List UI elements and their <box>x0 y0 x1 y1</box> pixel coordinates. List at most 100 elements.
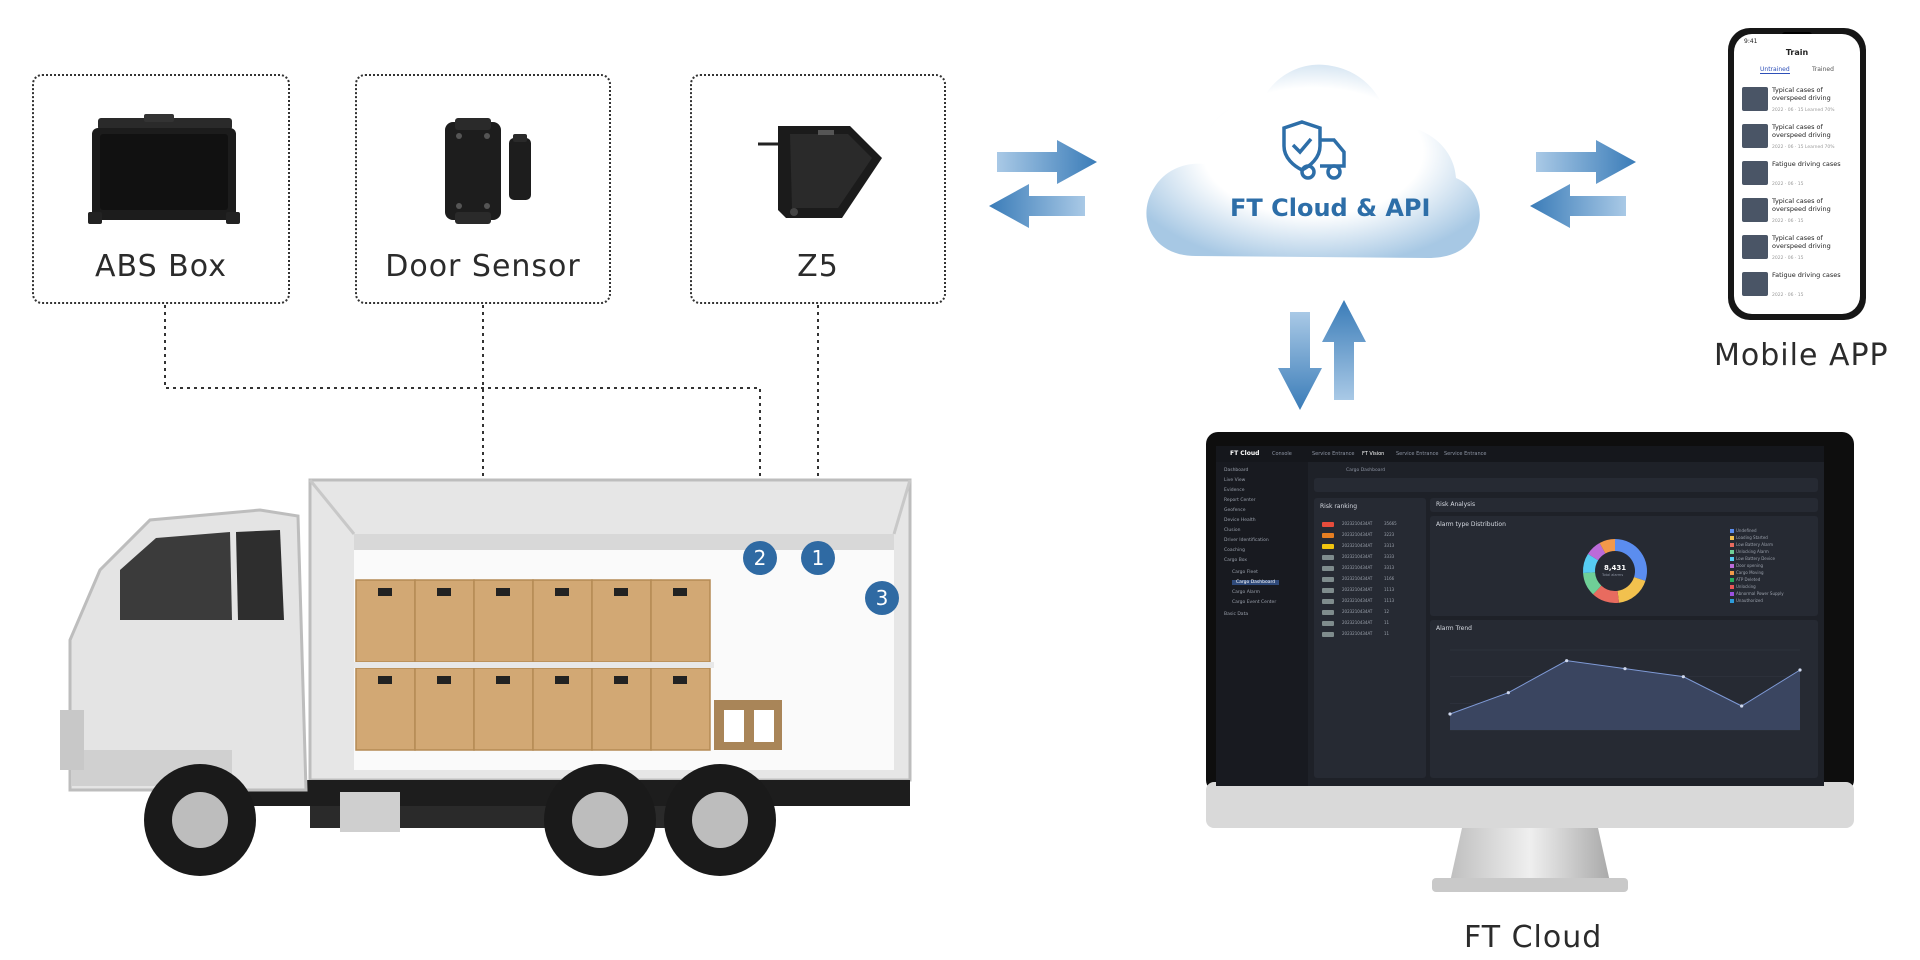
risk-analysis-title: Risk Analysis <box>1436 501 1476 508</box>
nav-service-entrance-1[interactable]: Service Entrance <box>1312 451 1355 457</box>
rank-device-id: 2023210434AT <box>1342 631 1373 636</box>
sidebar-item[interactable]: Cargo Alarm <box>1232 590 1260 595</box>
risk-ranking-title: Risk ranking <box>1320 503 1358 510</box>
door-sensor-icon <box>445 118 531 224</box>
legend-item: Unlocking Alarm <box>1730 549 1769 554</box>
sidebar-item[interactable]: Cargo Box <box>1224 558 1248 563</box>
rank-badge <box>1322 566 1334 571</box>
cloud-mobile-arrows <box>1530 140 1636 228</box>
cargo-boxes <box>355 579 711 751</box>
legend-item: Low Battery Alarm <box>1730 542 1773 547</box>
risk-ranking-panel: Risk ranking 2023210434AT 35665 2023210434… <box>1314 498 1426 778</box>
rank-device-id: 2023210434AT <box>1342 532 1373 537</box>
sidebar-item[interactable]: Coaching <box>1224 548 1245 553</box>
rank-badge <box>1322 522 1334 527</box>
legend-item: Undefined <box>1730 528 1757 533</box>
sidebar-item[interactable]: Basic Data <box>1224 612 1249 617</box>
nav-ft-vision[interactable]: FT Vision <box>1362 451 1385 457</box>
legend-item: Cargo Moving <box>1730 570 1764 575</box>
tab-untrained[interactable]: Untrained <box>1760 66 1790 74</box>
rank-badge <box>1322 621 1334 626</box>
rank-badge <box>1322 533 1334 538</box>
nav-service-entrance-2[interactable]: Service Entrance <box>1396 451 1439 457</box>
truck-illustration <box>60 478 912 876</box>
rank-badge <box>1322 610 1334 615</box>
rank-badge <box>1322 577 1334 582</box>
alarm-trend-panel: Alarm Trend <box>1430 620 1818 778</box>
sidebar-item[interactable]: Cargo Event Center <box>1232 600 1277 605</box>
wheels <box>144 764 776 876</box>
alarm-distribution-panel: Alarm type Distribution 8,431 Total alar… <box>1430 516 1818 616</box>
sidebar-item[interactable]: Live View <box>1224 478 1246 483</box>
legend-item: Unlocking <box>1730 584 1756 589</box>
marker-3: 3 <box>865 581 899 615</box>
cloud-label: FT Cloud & API <box>1230 194 1431 222</box>
sidebar-item[interactable]: Device Health <box>1224 518 1256 523</box>
risk-analysis-header: Risk Analysis <box>1430 498 1818 512</box>
rank-device-id: 2023210434AT <box>1342 576 1373 581</box>
donut-slice <box>1583 553 1599 574</box>
rank-value: 35665 <box>1384 521 1397 526</box>
trend-point <box>1740 704 1744 708</box>
door-sensor-label: Door Sensor <box>385 249 581 284</box>
donut-caption: Total alarms <box>1602 573 1624 577</box>
donut-slice <box>1615 539 1647 581</box>
abs-box-icon <box>88 114 240 224</box>
rank-badge <box>1322 599 1334 604</box>
sidebar-item[interactable]: Driver Identification <box>1224 538 1269 543</box>
trend-point <box>1565 659 1569 663</box>
sidebar-item[interactable]: Geofence <box>1224 508 1246 513</box>
legend-item: ATP Deleted <box>1730 577 1760 582</box>
rank-value: 11 <box>1384 631 1390 636</box>
rank-device-id: 2023210434AT <box>1342 521 1373 526</box>
rank-badge <box>1322 632 1334 637</box>
legend-item: Low Battery Device <box>1730 556 1775 561</box>
dashboard-topbar: FT Cloud Console Service Entrance FT Vis… <box>1216 446 1824 462</box>
rank-badge <box>1322 544 1334 549</box>
rank-value: 3313 <box>1384 543 1395 548</box>
mobile-app-screen: 9:41 Train Untrained Trained Typical cas… <box>1734 34 1860 314</box>
legend-item: Unauthorized <box>1730 598 1763 603</box>
abs-box-label: ABS Box <box>95 249 227 284</box>
trend-point <box>1681 675 1685 679</box>
legend-item: Loading Started <box>1730 535 1768 540</box>
sidebar-item[interactable]: Report Center <box>1224 498 1256 503</box>
rank-badge <box>1322 555 1334 560</box>
tab-trained[interactable]: Trained <box>1812 66 1834 73</box>
donut-value: 8,431 <box>1604 564 1627 572</box>
alarm-trend-title: Alarm Trend <box>1436 625 1472 632</box>
rank-device-id: 2023210434AT <box>1342 609 1373 614</box>
rank-value: 1113 <box>1384 598 1395 603</box>
rank-device-id: 2023210434AT <box>1342 598 1373 603</box>
sidebar-item[interactable]: Evidence <box>1224 488 1245 493</box>
rank-value: 3223 <box>1384 532 1395 537</box>
ft-cloud-dashboard: FT Cloud Console Service Entrance FT Vis… <box>1216 446 1824 786</box>
cloud-platform-arrows <box>1278 300 1366 410</box>
rank-badge <box>1322 588 1334 593</box>
sidebar-item[interactable]: Clusion <box>1224 528 1241 533</box>
legend-item: Door opening <box>1730 563 1763 568</box>
rank-device-id: 2023210434AT <box>1342 543 1373 548</box>
z5-label: Z5 <box>797 249 839 284</box>
rank-value: 12 <box>1384 609 1390 614</box>
svg-text:2: 2 <box>754 546 767 570</box>
phone-title: Train <box>1785 48 1809 57</box>
trend-point <box>1623 667 1627 671</box>
nav-console[interactable]: Console <box>1272 451 1292 457</box>
abs-box-link <box>164 305 761 545</box>
nav-service-entrance-3[interactable]: Service Entrance <box>1444 451 1487 457</box>
phone-tabs: Untrained Trained <box>1734 66 1860 80</box>
z5-card: Z5 <box>690 74 946 304</box>
trend-point <box>1506 691 1510 695</box>
donut-slice <box>1593 585 1620 603</box>
sidebar-item[interactable]: Dashboard <box>1224 468 1249 473</box>
trend-area <box>1450 660 1800 730</box>
sidebar-item-active[interactable]: Cargo Dashboard <box>1232 580 1280 585</box>
sidebar-item[interactable]: Cargo Fleet <box>1232 570 1258 575</box>
